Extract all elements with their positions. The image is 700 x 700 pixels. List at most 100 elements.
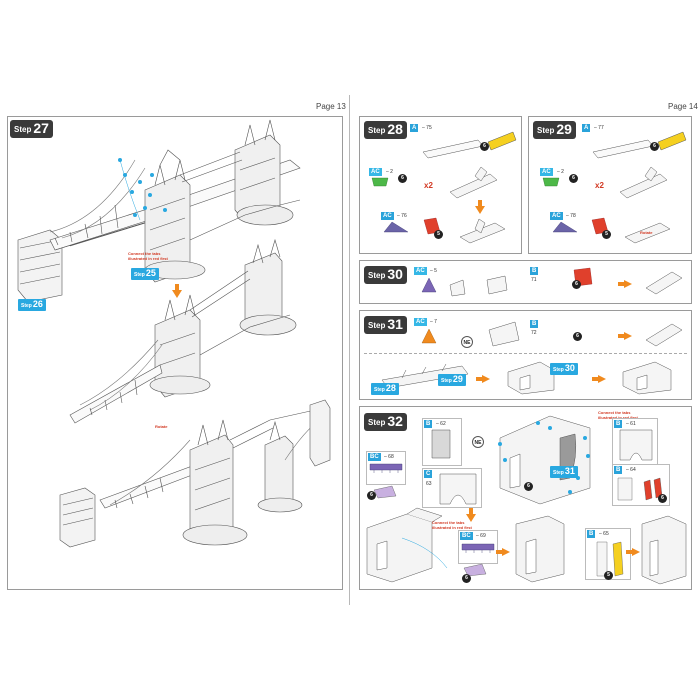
step-28-count-3: 5 — [434, 230, 443, 239]
step-29-sheet-code-2: – 2 — [557, 169, 564, 175]
step-32-code-a: – 62 — [436, 421, 446, 427]
step-28-part-1 — [422, 131, 517, 159]
ref-step-29: Step29 — [438, 374, 466, 386]
step-31-sheet-badge-2: B — [530, 320, 539, 328]
step-28-assembly-2 — [459, 218, 506, 244]
step-31-assembly-1 — [488, 321, 520, 347]
step-29-count-3: 5 — [602, 230, 611, 239]
step-32-code-c: 63 — [426, 481, 432, 487]
step-32-folded-strip — [373, 485, 397, 499]
step-32-badge-f: BC — [460, 532, 473, 540]
step-28-count-2: 6 — [398, 174, 407, 183]
step-28-sheet-badge-2: AC — [369, 168, 382, 176]
step-29-sheet-code-1: – 77 — [594, 125, 604, 131]
step-28-sheet-code-2: – 2 — [386, 169, 393, 175]
step-31-sheet-code-1: – 7 — [430, 319, 437, 325]
step-32-right-arrow-1 — [496, 548, 510, 556]
step-31-sheet-code-2: 72 — [531, 330, 537, 336]
step-28-green-part — [371, 177, 389, 187]
step-32-count-2: 6 — [524, 482, 533, 491]
step-32-code-f: – 69 — [476, 533, 486, 539]
spread-divider — [349, 95, 350, 605]
step-32-badge-b: BC — [368, 453, 381, 461]
step-29-rotate-note: Rotate — [640, 230, 653, 235]
step-32-count-1: 6 — [367, 491, 376, 500]
step-32-side-assembly — [515, 515, 565, 583]
step-28-purple-part — [383, 221, 409, 233]
step-32-lower-assembly — [366, 507, 448, 583]
step-29-assembly-2 — [624, 222, 671, 244]
step-31-right-arrow-2 — [476, 375, 490, 383]
step-27-note: Connect the tabs illustrated in red firs… — [128, 251, 168, 261]
step-32-folded-strip-2 — [463, 563, 487, 577]
step-30-sheet-code-1: – 5 — [430, 268, 437, 274]
step-32-badge-c: C — [424, 470, 433, 478]
step-31-separator — [364, 353, 687, 354]
down-arrow — [172, 284, 182, 298]
step-32-tower-frame — [498, 415, 591, 505]
bridge-drawing-1 — [17, 119, 301, 303]
step-30-sheet-badge-1: AC — [414, 267, 427, 275]
step-32-right-arrow-2 — [626, 548, 640, 556]
step-32-arch-part — [439, 473, 477, 505]
step-29-green-part — [542, 177, 560, 187]
step-29-count-2: 6 — [569, 174, 578, 183]
step-29-count-1: 6 — [650, 142, 659, 151]
step-32-part-a — [431, 429, 451, 459]
step-29-sheet-badge-2: AC — [540, 168, 553, 176]
step-32-part-e — [617, 477, 663, 501]
step-31-sheet-badge-1: AC — [414, 318, 427, 326]
step-32-code-b: – 68 — [384, 454, 394, 460]
page-number-right: Page 14 — [668, 102, 698, 111]
step-32-badge-d: B — [614, 420, 623, 428]
step-29-part-1 — [592, 131, 687, 159]
ref-step-30: Step30 — [550, 363, 578, 375]
step-31-ne-badge: NE — [461, 336, 473, 348]
step-29-multiplier: x2 — [595, 181, 604, 190]
step-32-final-assembly — [641, 515, 687, 585]
step-28-count-1: 6 — [480, 142, 489, 151]
step-32-diag-arrow — [466, 508, 476, 522]
step-28-multiplier: x2 — [424, 181, 433, 190]
step-30-right-arrow — [618, 280, 632, 288]
ref-step-25: Step25 — [131, 268, 159, 280]
step-32-part-g — [596, 541, 624, 577]
step-31-right-arrow-1 — [618, 332, 632, 340]
step-28-assembly-1 — [449, 166, 498, 199]
step-29-sheet-code-3: – 78 — [566, 213, 576, 219]
step-28-sheet-code-1: – 75 — [422, 125, 432, 131]
step-32-count-3: 6 — [658, 494, 667, 503]
step-31-result-2 — [622, 361, 672, 395]
step-32-purple-strip-2 — [461, 543, 495, 553]
step-30-purple-part — [421, 277, 437, 293]
step-31-tower-assembly — [507, 361, 555, 395]
rotate-note-27: Rotate — [155, 424, 168, 429]
step-32-ne-badge: NE — [472, 436, 484, 448]
step-30-count: 6 — [572, 280, 581, 289]
step-29-sheet-badge-1: A — [582, 124, 591, 132]
ref-step-26: Step26 — [18, 299, 46, 311]
step-30-sheet-badge-2: B — [530, 267, 539, 275]
step-32-count-5: 5 — [604, 571, 613, 580]
step-31-result-1 — [645, 323, 683, 347]
step-32-note-2: Connect the tabs illustrated in red firs… — [432, 520, 472, 530]
bridge-drawing-3 — [59, 399, 331, 548]
step-29-purple-part — [552, 221, 578, 233]
step-32-code-d: – 61 — [626, 421, 636, 427]
ref-step-31: Step31 — [550, 466, 578, 478]
step-31-count: 6 — [573, 332, 582, 341]
step-32-note-1: Connect the tabs illustrated in red firs… — [598, 410, 638, 420]
step-31-right-arrow-3 — [592, 375, 606, 383]
step-32-code-e: – 64 — [626, 467, 636, 473]
step-32-badge-a: B — [424, 420, 433, 428]
step-32-code-g: – 65 — [599, 531, 609, 537]
step-32-purple-strip — [369, 463, 403, 473]
page-number-left: Page 13 — [316, 102, 346, 111]
step-32-part-d — [619, 429, 653, 461]
